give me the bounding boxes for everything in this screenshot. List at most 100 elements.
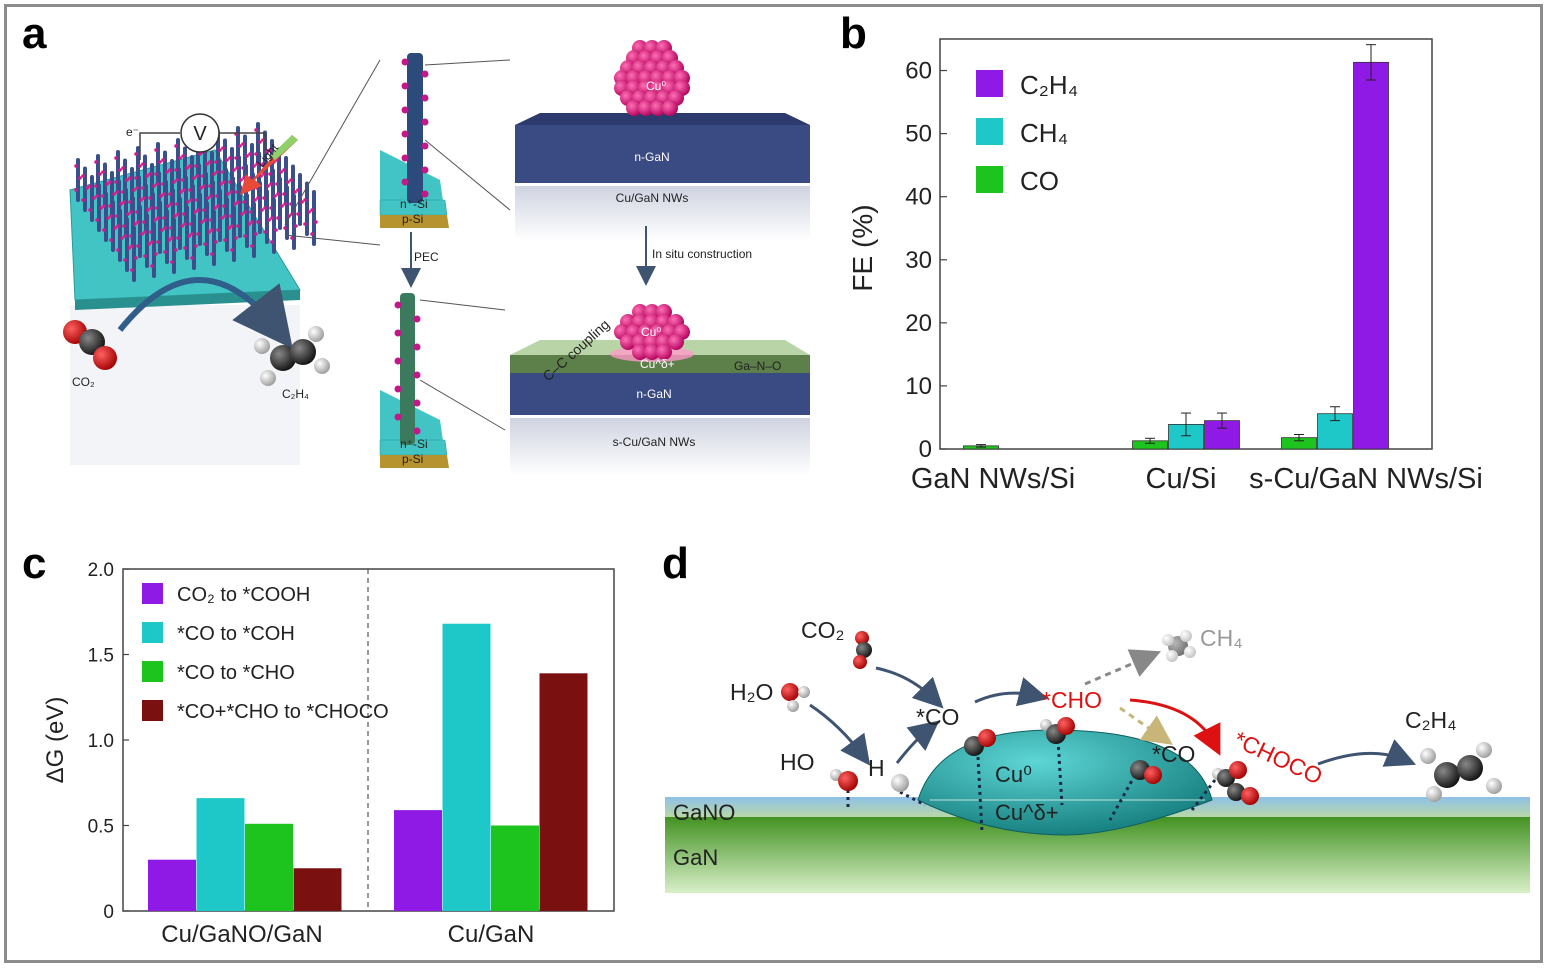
chart-b-category-label: Cu/Si bbox=[1146, 463, 1217, 495]
chart-c-bar-co-to-cho-cu-gan bbox=[491, 825, 539, 911]
chart-c-ytick-label: 1.5 bbox=[88, 646, 114, 667]
p-si-label: p-Si bbox=[402, 212, 423, 226]
chart-b-ytick-label: 40 bbox=[905, 184, 932, 211]
c2h4-label: C₂H₄ bbox=[282, 387, 309, 401]
chart-c-legend-label: *CO to *CHO bbox=[177, 662, 295, 684]
co2-molecule-icon bbox=[63, 320, 117, 370]
n-si-label-2: n⁺-Si bbox=[400, 437, 428, 451]
circuit-wire bbox=[220, 132, 266, 150]
d-ho-label: HO bbox=[780, 749, 815, 775]
arrow-h-to-co bbox=[895, 720, 940, 764]
s-cu-gan-slab-bottom: n-GaN s-Cu/GaN NWs Ga–N–O Cu⁰ Cu^δ+ C–C … bbox=[510, 304, 810, 476]
c2h4-molecule-d-icon bbox=[1420, 742, 1502, 802]
h2o-molecule-icon bbox=[781, 683, 810, 712]
cho-adsorbate-icon bbox=[1040, 717, 1075, 744]
s-cu-gan-nws-label: s-Cu/GaN NWs bbox=[613, 435, 696, 449]
p-si-label-2: p-Si bbox=[402, 452, 423, 466]
co2-molecule-d-icon bbox=[853, 631, 872, 669]
d-co2nd-label: *CO bbox=[1152, 741, 1195, 767]
figure-frame bbox=[4, 4, 1543, 963]
n-gan-label: n-GaN bbox=[634, 150, 669, 164]
arrow-to-choco bbox=[1129, 698, 1221, 756]
ga-n-o-label: Ga–N–O bbox=[734, 359, 781, 373]
gan-label: GaN bbox=[673, 845, 718, 870]
chart-c-legend-swatch bbox=[142, 622, 163, 643]
surface-bonds bbox=[846, 739, 1217, 833]
chart-b-y-axis-label: FE (%) bbox=[847, 204, 878, 291]
chart-c-legend-label: *CO to *COH bbox=[177, 623, 295, 645]
d-co-label: *CO bbox=[916, 704, 959, 730]
cu0-label-d: Cu⁰ bbox=[995, 762, 1032, 787]
chart-b-category-label: s-Cu/GaN NWs/Si bbox=[1249, 463, 1483, 495]
d-c2h4-label: C₂H₄ bbox=[1405, 707, 1457, 733]
circuit-wire bbox=[139, 132, 180, 160]
chart-c-bar-co-cho-to-choco-cu-gan bbox=[539, 673, 588, 911]
panel-label-a: a bbox=[22, 9, 47, 58]
mechanism-diagram-d: GaNO GaN Cu⁰ Cu^δ+ bbox=[665, 617, 1530, 893]
d-co2-label: CO₂ bbox=[801, 617, 844, 643]
single-nanowire-bottom: n⁺-Si p-Si bbox=[379, 293, 449, 468]
chart-b-ytick-label: 60 bbox=[905, 58, 932, 85]
zoom-line bbox=[424, 59, 511, 66]
cu-gan-slab-top: n-GaN Cu/GaN NWs Cu⁰ bbox=[515, 40, 810, 241]
schematic-panel-a: V e⁻ Light CO₂ C₂H₄ bbox=[63, 40, 810, 476]
pec-label: PEC bbox=[414, 250, 439, 264]
cu-delta-label-d: Cu^δ+ bbox=[995, 800, 1059, 825]
n-gan-label-2: n-GaN bbox=[636, 387, 671, 401]
panel-label-d: d bbox=[662, 539, 689, 588]
d-h-label: H bbox=[868, 755, 885, 781]
d-h2o-label: H₂O bbox=[730, 679, 773, 705]
cu0-label-top: Cu⁰ bbox=[646, 79, 666, 93]
chart-b-legend-label: CH₄ bbox=[1020, 118, 1068, 148]
chart-c-ytick-label: 0 bbox=[103, 902, 114, 923]
chart-c-legend-swatch bbox=[142, 583, 163, 604]
chart-c-legend-label: CO₂ to *COOH bbox=[177, 584, 310, 606]
chart-b-ytick-label: 20 bbox=[905, 310, 932, 337]
arrow-h2o-to-h bbox=[809, 703, 871, 766]
gano-label: GaNO bbox=[673, 800, 735, 825]
d-ch4-label: CH₄ bbox=[1200, 625, 1243, 651]
chart-c-y-axis-label: ΔG (eV) bbox=[42, 697, 69, 784]
chart-c-legend-swatch bbox=[142, 700, 163, 721]
chart-c-ytick-label: 2.0 bbox=[88, 560, 114, 581]
arrow-co2-to-co bbox=[875, 666, 944, 709]
chart-b-legend-label: CO bbox=[1020, 166, 1059, 196]
cu0-label-bottom: Cu⁰ bbox=[641, 325, 661, 339]
ho-molecule-icon bbox=[830, 769, 858, 791]
chart-c-bar-co-cho-to-choco-cu-gano-gan bbox=[293, 868, 342, 911]
n-si-label: n⁺-Si bbox=[400, 197, 428, 211]
arrow-to-c2h4 bbox=[1317, 739, 1417, 767]
chart-b-bar-c-h-s-cu-gan-nws-si bbox=[1353, 61, 1389, 450]
panel-label-c: c bbox=[22, 539, 46, 588]
chart-c-bar-co-to-cho-cu-gano-gan bbox=[245, 823, 293, 911]
arrow-co-to-cho bbox=[974, 677, 1049, 707]
voltmeter-icon bbox=[180, 113, 220, 153]
in-situ-label: In situ construction bbox=[652, 247, 752, 261]
panel-label-b: b bbox=[840, 9, 867, 58]
chart-b-legend-swatch bbox=[976, 118, 1003, 145]
chart-c-category-label: Cu/GaNO/GaN bbox=[161, 921, 322, 948]
chart-c-bar-co-to-coh-cu-gan bbox=[442, 623, 491, 911]
chart-b-ytick-label: 30 bbox=[905, 247, 932, 274]
chart-c-legend-swatch bbox=[142, 661, 163, 682]
electron-label: e⁻ bbox=[126, 125, 139, 139]
chart-b-ytick-label: 0 bbox=[919, 436, 932, 463]
arrow-cho-co-coupling bbox=[1119, 706, 1173, 745]
cu-gan-nws-label: Cu/GaN NWs bbox=[616, 191, 689, 205]
co-adsorbate-2-icon bbox=[1130, 760, 1162, 784]
single-nanowire-top: n⁺-Si p-Si bbox=[379, 53, 449, 228]
arrow-to-ch4 bbox=[1084, 649, 1162, 686]
chart-b-legend-label: C₂H₄ bbox=[1020, 70, 1078, 100]
ch4-molecule-icon bbox=[1162, 630, 1196, 662]
chart-c-bar-co-to-cooh-cu-gano-gan bbox=[148, 859, 196, 911]
chart-c-ytick-label: 0.5 bbox=[88, 817, 114, 838]
chart-b-category-label: GaN NWs/Si bbox=[911, 463, 1075, 495]
chart-b-ytick-label: 10 bbox=[905, 373, 932, 400]
chart-c-bar-co-to-cooh-cu-gan bbox=[394, 810, 442, 911]
c2h4-molecule-icon bbox=[254, 326, 330, 386]
co2-label: CO₂ bbox=[72, 375, 95, 389]
d-cho-label: *CHO bbox=[1042, 687, 1102, 713]
